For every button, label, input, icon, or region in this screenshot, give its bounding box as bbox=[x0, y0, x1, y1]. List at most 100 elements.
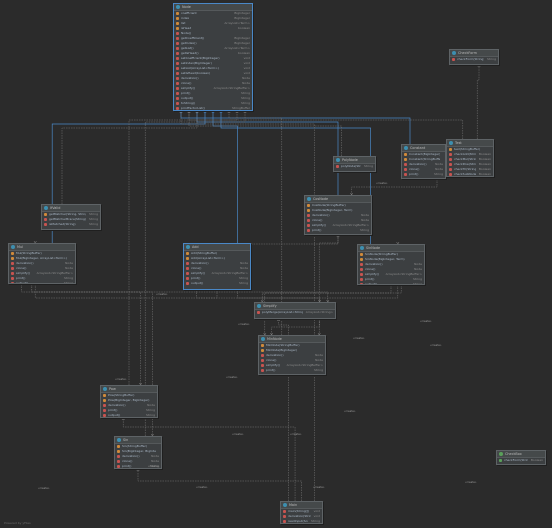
member-row[interactable]: toString()String bbox=[174, 101, 252, 106]
member-row[interactable]: simplify()ArrayList<StringBuffer> bbox=[184, 271, 250, 276]
member-row[interactable]: clone()Node bbox=[259, 358, 325, 363]
member-row[interactable]: derivation()Node bbox=[305, 213, 371, 218]
class-header[interactable]: Main bbox=[281, 502, 322, 509]
member-row[interactable]: checkMul(String)Boolean bbox=[447, 157, 493, 162]
member-row[interactable]: SinNode(StringBuffer) bbox=[358, 252, 424, 257]
member-row[interactable]: print()String bbox=[259, 368, 325, 373]
edge-test-to-checkform[interactable] bbox=[476, 65, 480, 139]
edge-main-to-sin[interactable] bbox=[137, 469, 302, 501]
member-row[interactable]: simplify()ArrayList<StringBuffer> bbox=[174, 86, 252, 91]
class-header[interactable]: Add bbox=[184, 244, 250, 251]
member-row[interactable]: SinNode(BigInteger, Term) bbox=[358, 257, 424, 262]
member-row[interactable]: print()String bbox=[115, 464, 161, 468]
member-row[interactable]: Pow(BigInteger, BigInteger) bbox=[101, 398, 157, 403]
member-row[interactable]: print()String bbox=[184, 276, 250, 281]
member-row[interactable]: Constant(BigInteger) bbox=[402, 152, 445, 157]
member-row[interactable]: clone()Node bbox=[402, 167, 445, 172]
edge-cosnode-to-node[interactable] bbox=[196, 111, 339, 195]
member-row[interactable]: Pow(StringBuffer) bbox=[101, 393, 157, 398]
member-row[interactable]: Mul(StringBuffer) bbox=[9, 251, 75, 256]
member-row[interactable]: derivation()Node bbox=[101, 403, 157, 408]
edge-simplify-to-minnode[interactable] bbox=[271, 319, 320, 335]
edge-mul-to-node[interactable] bbox=[51, 111, 206, 243]
member-row[interactable]: Add(ArrayList<Term>) bbox=[184, 256, 250, 261]
class-header[interactable]: Constant bbox=[402, 145, 445, 152]
edge-test-to-node[interactable] bbox=[188, 111, 464, 139]
class-header[interactable]: MinNode bbox=[259, 336, 325, 343]
edge-polynode-to-node[interactable] bbox=[188, 111, 342, 156]
class-header[interactable]: CheckForm bbox=[450, 50, 498, 57]
member-row[interactable]: Sin(StringBuffer) bbox=[115, 444, 161, 449]
member-row[interactable]: output()String bbox=[402, 177, 445, 178]
class-header[interactable]: Sin bbox=[115, 437, 161, 444]
member-row[interactable]: clone()Node bbox=[115, 459, 161, 464]
member-row[interactable]: main(String[])void bbox=[281, 509, 322, 514]
member-row[interactable]: output()String bbox=[259, 373, 325, 374]
member-row[interactable]: clone()Node bbox=[184, 266, 250, 271]
member-row[interactable]: clone()Node bbox=[358, 267, 424, 272]
member-row[interactable]: MinNode(StringBuffer) bbox=[259, 343, 325, 348]
edge-add-to-simplify[interactable] bbox=[196, 290, 320, 302]
member-row[interactable]: simplify()ArrayList<StringBuffer> bbox=[305, 223, 371, 228]
class-header[interactable]: Node bbox=[174, 4, 252, 11]
member-row[interactable]: checkAdd(String)Boolean bbox=[447, 152, 493, 157]
edge-sinnode-to-node[interactable] bbox=[220, 111, 371, 244]
member-row[interactable]: checkTri(String, String)Boolean bbox=[447, 167, 493, 172]
edge-pow-to-node[interactable] bbox=[128, 111, 238, 385]
member-row[interactable]: printFactorList()StringBuffer bbox=[174, 106, 252, 110]
member-row[interactable]: getIndex()BigInteger bbox=[174, 41, 252, 46]
edge-add-to-node[interactable] bbox=[212, 111, 238, 243]
member-row[interactable]: checkForm(String)Boolean bbox=[497, 458, 545, 463]
class-header[interactable]: Simplify bbox=[255, 303, 335, 310]
member-row[interactable]: print()String bbox=[101, 408, 157, 413]
member-row[interactable]: output()String bbox=[305, 233, 371, 234]
member-row[interactable]: output()String bbox=[174, 96, 252, 101]
member-row[interactable]: test(StringBuffer) bbox=[447, 147, 493, 152]
member-row[interactable]: getCoefficient()BigInteger bbox=[174, 36, 252, 41]
member-row[interactable]: clone()Node bbox=[305, 218, 371, 223]
edge-sinnode-to-simplify[interactable] bbox=[261, 285, 392, 302]
class-header[interactable]: Test bbox=[447, 140, 493, 147]
member-row[interactable]: setIndex(BigInteger)void bbox=[174, 61, 252, 66]
member-row[interactable]: CosNode(StringBuffer) bbox=[305, 203, 371, 208]
member-row[interactable]: clone()Node bbox=[174, 81, 252, 86]
edge-main-to-pow[interactable] bbox=[122, 418, 296, 501]
edge-minnode-to-node[interactable] bbox=[228, 111, 283, 335]
edge-constant-to-node[interactable] bbox=[180, 111, 411, 144]
class-header[interactable]: CosNode bbox=[305, 196, 371, 203]
member-row[interactable]: getList()ArrayList<Term> bbox=[174, 46, 252, 51]
member-row[interactable]: Add(StringBuffer) bbox=[184, 251, 250, 256]
edge-cosnode-to-minnode[interactable] bbox=[318, 235, 339, 335]
class-header[interactable]: CheckBox bbox=[497, 451, 545, 458]
member-row[interactable]: Sin(BigInteger, BigInteger) bbox=[115, 449, 161, 454]
member-row[interactable]: getMatcher(String, String)String bbox=[42, 212, 100, 217]
member-row[interactable]: checkPow(String, String)Boolean bbox=[447, 162, 493, 167]
edge-mul-to-pow[interactable] bbox=[21, 284, 141, 385]
edge-main-to-simplify[interactable] bbox=[278, 319, 289, 501]
member-row[interactable]: print()String bbox=[402, 172, 445, 177]
member-row[interactable]: output()String bbox=[358, 282, 424, 284]
class-header[interactable]: Pow bbox=[101, 386, 157, 393]
member-row[interactable]: derivation()Node bbox=[174, 76, 252, 81]
member-row[interactable]: output()String bbox=[184, 281, 250, 286]
edge-ifvalid-to-node[interactable] bbox=[61, 111, 198, 204]
member-row[interactable]: derivation()Node bbox=[115, 454, 161, 459]
member-row[interactable]: Node() bbox=[174, 31, 252, 36]
member-row[interactable]: checkForm(String)String bbox=[450, 57, 498, 62]
edge-sin-to-node[interactable] bbox=[144, 111, 246, 436]
class-box-test[interactable]: Testtest(StringBuffer)checkAdd(String)Bo… bbox=[446, 139, 494, 177]
edge-constant-to-cosnode[interactable] bbox=[351, 179, 438, 195]
member-row[interactable]: simplify()ArrayList<StringBuffer> bbox=[358, 272, 424, 277]
member-row[interactable]: simplify()ArrayList<StringBuffer> bbox=[259, 363, 325, 368]
class-header[interactable]: SinNode bbox=[358, 245, 424, 252]
